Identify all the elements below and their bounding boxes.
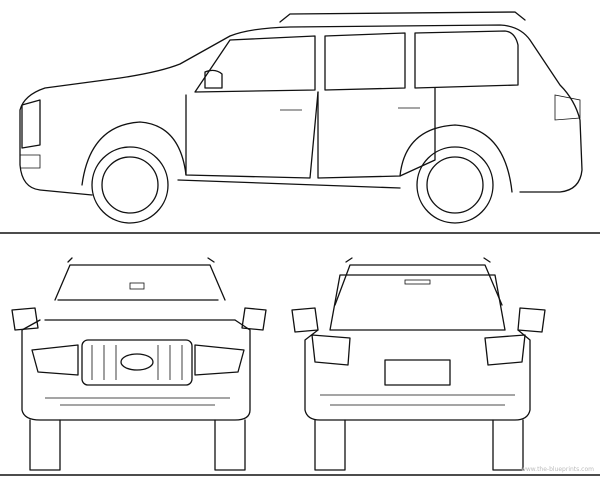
side-view xyxy=(19,11,583,224)
rear-view xyxy=(291,257,546,471)
watermark-text: www.the-blueprints.com xyxy=(520,466,594,473)
front-view xyxy=(11,257,267,471)
